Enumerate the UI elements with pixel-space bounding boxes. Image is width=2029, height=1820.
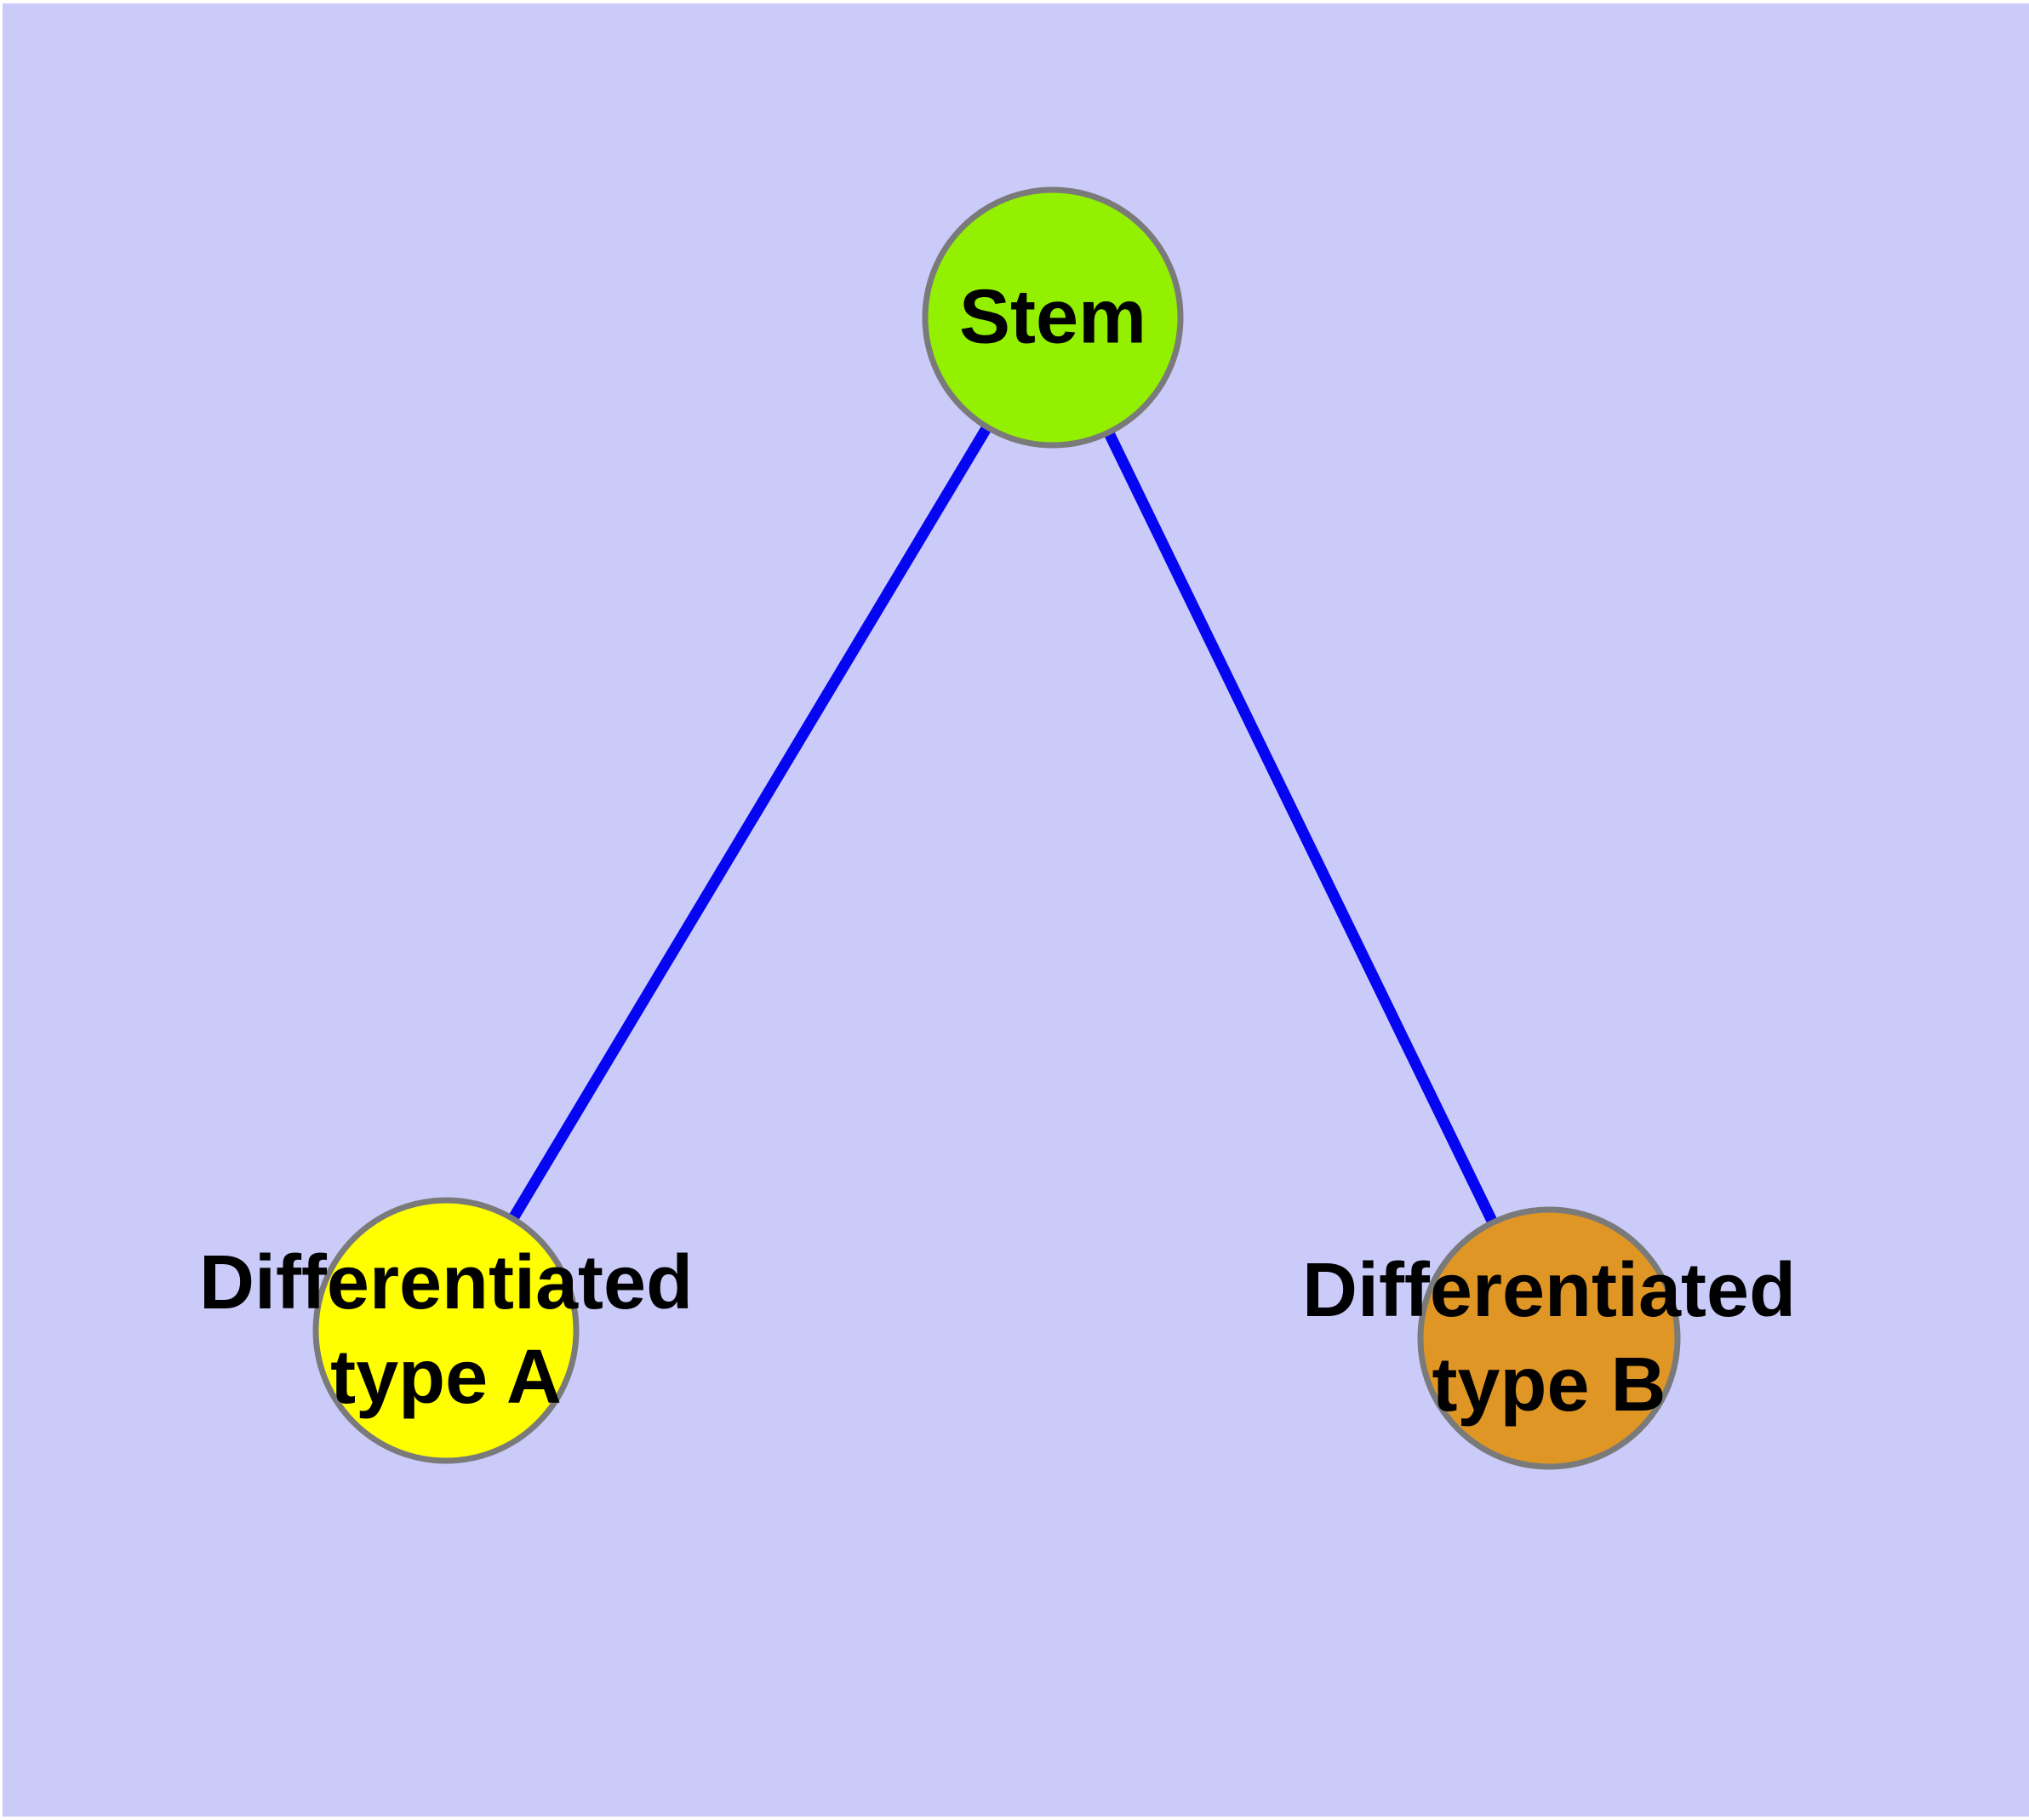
node-differentiated-type-a-circle — [312, 1197, 580, 1464]
node-stem-circle — [922, 186, 1184, 449]
edge-stem-to-type-a — [441, 314, 1058, 1334]
edge-stem-to-type-b — [1048, 315, 1554, 1341]
node-differentiated-type-b-circle — [1417, 1206, 1681, 1470]
